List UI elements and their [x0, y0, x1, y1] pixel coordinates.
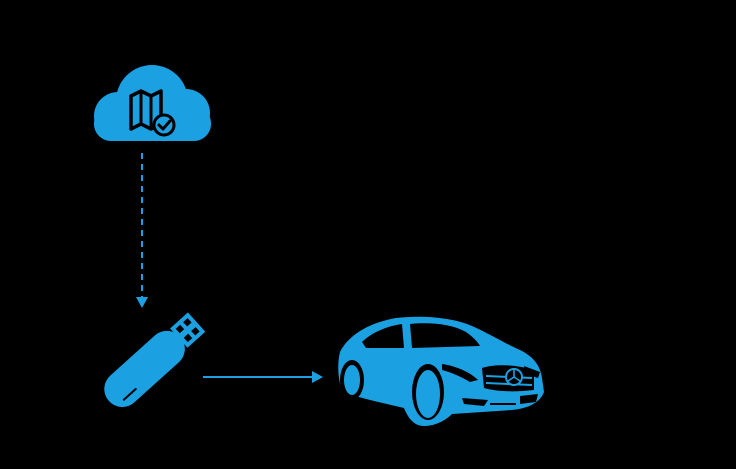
- dashed-arrow-cloud-to-usb: [136, 153, 148, 308]
- car-icon: [338, 316, 544, 426]
- arrow-usb-to-car: [203, 371, 323, 383]
- usb-stick-icon: [104, 312, 206, 407]
- cloud-map-check-icon: [94, 65, 211, 141]
